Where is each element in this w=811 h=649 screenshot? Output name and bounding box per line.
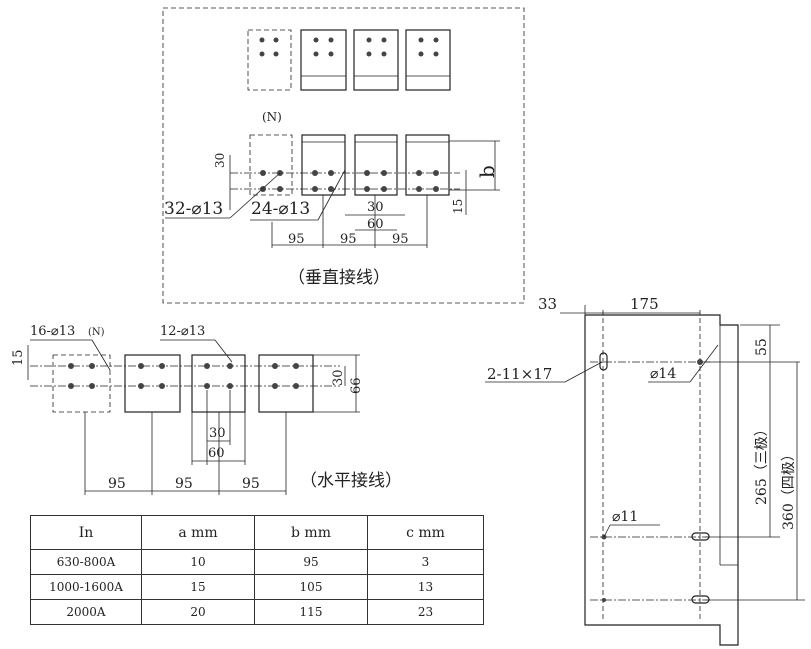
col-c: c mm [367,515,484,550]
v-dim-95-1: 95 [288,232,305,247]
cell: 95 [254,549,368,575]
v-dim-95-2: 95 [340,232,357,247]
m-dim-33: 33 [538,295,557,313]
h-caption: （水平接线） [300,471,402,491]
h-holes-4p: 16-⌀13 [30,324,75,339]
m-hole-14: ⌀14 [650,366,676,382]
v-neutral-label: (N) [262,110,282,124]
cell: 10 [141,549,255,575]
v-dim-30b: 30 [367,200,384,215]
v-holes-4p: 32-⌀13 [164,199,223,219]
col-a: a mm [141,515,255,550]
v-dim-30: 30 [213,153,227,168]
cell: 13 [367,574,484,600]
col-in: In [30,515,142,550]
v-dim-b: b [475,165,499,178]
cell: 23 [367,599,484,625]
cell: 3 [367,549,484,575]
vertical-wiring-frame [162,7,525,304]
v-dim-15: 15 [451,199,465,214]
m-dim-360: 360（四极） [781,447,797,530]
h-holes-3p: 12-⌀13 [160,324,205,339]
vertical-bottom-plates [165,134,500,248]
m-dim-55: 55 [754,338,770,356]
v-holes-3p: 24-⌀13 [251,199,310,219]
h-dim-30: 30 [331,369,346,386]
m-hole-11: ⌀11 [612,509,638,525]
cell: 20 [141,599,255,625]
h-dim-95-3: 95 [242,476,260,492]
h-dim-95-2: 95 [175,476,193,492]
horizontal-plates [27,339,360,495]
h-dim-30b: 30 [209,426,226,441]
m-slot-label: 2-11×17 [487,365,552,383]
h-dim-66: 66 [349,377,364,394]
table-header-row: In a mm b mm c mm [30,515,484,550]
vertical-top-plates [247,29,451,91]
m-dim-265: 265（三极） [754,422,770,505]
cell: 2000A [30,599,142,625]
h-dim-60: 60 [208,446,225,461]
cell: 115 [254,599,368,625]
h-neutral-label: (N) [88,327,105,338]
m-dim-175: 175 [630,295,659,313]
v-dim-60: 60 [367,217,384,232]
mounting-plate [485,305,805,646]
h-dim-95-1: 95 [108,476,126,492]
cell: 1000-1600A [30,574,142,600]
cell: 630-800A [30,549,142,575]
cell: 15 [141,574,255,600]
cell: 105 [254,574,368,600]
v-dim-95-3: 95 [392,232,409,247]
v-caption: （垂直接线） [288,268,390,288]
col-b: b mm [254,515,368,550]
h-dim-15: 15 [11,349,26,366]
